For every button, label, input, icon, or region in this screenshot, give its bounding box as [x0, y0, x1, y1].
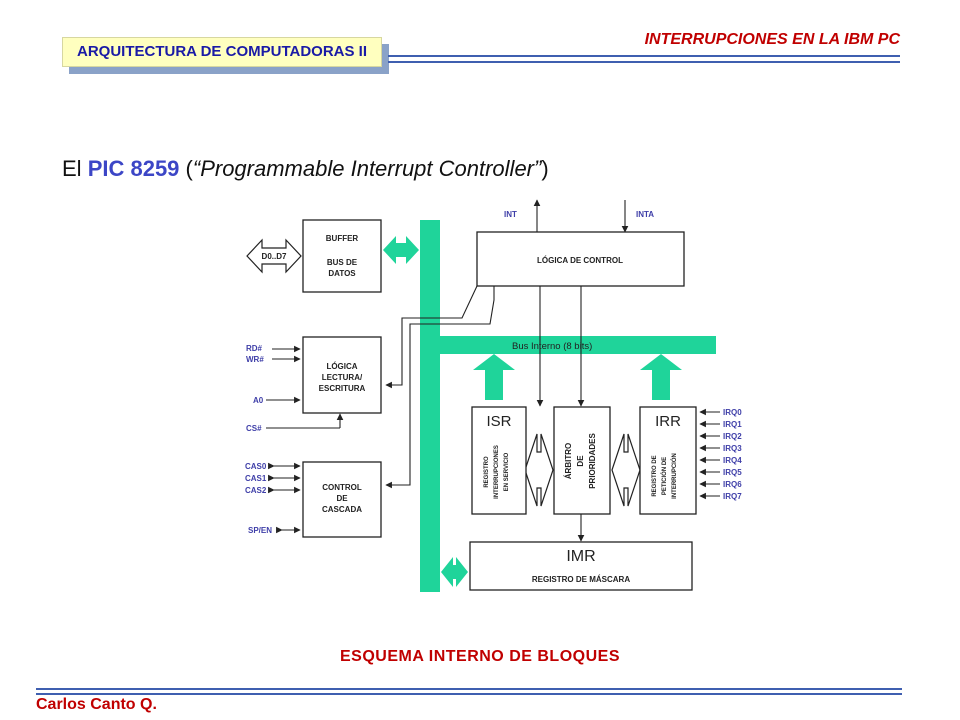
buffer-block: [302, 219, 382, 293]
heading-paren-open: (: [179, 156, 193, 181]
irr-sub-2: PETICIÓN DE: [660, 457, 668, 495]
spen-label: SP/EN: [248, 526, 272, 535]
irr-arbiter-arrow: [611, 433, 641, 507]
imr-block: [469, 541, 693, 591]
irq0-label: IRQ0: [723, 408, 742, 417]
irq2-label: IRQ2: [723, 432, 742, 441]
control-to-rw-line: [385, 285, 478, 389]
imr-bus-arrow: [441, 557, 468, 587]
int-label: INT: [504, 210, 517, 219]
data-bus-arrow: [246, 238, 302, 274]
a0-label: A0: [253, 396, 264, 405]
control-logic-block: [476, 231, 685, 287]
cas0-label: CAS0: [245, 462, 267, 471]
arbiter-label-3: PRIORIDADES: [588, 433, 597, 489]
cs-label: CS#: [246, 424, 262, 433]
imr-subtitle: REGISTRO DE MÁSCARA: [532, 575, 630, 584]
isr-arbiter-arrow: [524, 433, 554, 507]
heading-paren-close: ): [541, 156, 549, 181]
cascade-label-3: CASCADA: [322, 505, 362, 514]
arbiter-label-1: ÁRBITRO: [564, 443, 573, 479]
control-to-cascade-line: [385, 286, 495, 489]
irr-to-bus-arrow: [640, 354, 682, 400]
internal-bus-horizontal: [420, 336, 716, 354]
irr-sub-1: REGISTRO DE: [652, 455, 658, 496]
internal-bus-label: Bus Interno (8 bits): [512, 341, 592, 352]
heading-chip: PIC 8259: [87, 156, 180, 181]
irr-block: [639, 406, 697, 515]
isr-sub-2: INTERRUPCIONES: [494, 445, 500, 499]
rw-label-2: LECTURA/: [322, 373, 363, 382]
header-rule-2: [388, 61, 900, 63]
cascade-block: [302, 461, 382, 538]
buffer-bus-arrow: [383, 236, 419, 264]
cascade-label-1: CONTROL: [322, 483, 362, 492]
cas2-label: CAS2: [245, 486, 267, 495]
isr-sub-3: EN SERVICIO: [504, 452, 510, 491]
irq5-label: IRQ5: [723, 468, 742, 477]
footer-rule-1: [36, 688, 902, 690]
rw-logic-block: [302, 336, 382, 414]
imr-title: IMR: [566, 548, 595, 565]
isr-sub-1: REGISTRO: [484, 456, 490, 488]
irr-title: IRR: [655, 413, 681, 430]
buffer-label-2: BUS DE: [327, 258, 358, 267]
rd-label: RD#: [246, 344, 263, 353]
isr-to-bus-arrow: [473, 354, 515, 400]
internal-bus-vertical: [420, 220, 440, 592]
topic-title: INTERRUPCIONES EN LA IBM PC: [644, 31, 900, 48]
cascade-label-2: DE: [336, 494, 348, 503]
irq1-label: IRQ1: [723, 420, 742, 429]
slide-heading: El PIC 8259 (“Programmable Interrupt Con…: [62, 156, 549, 182]
control-logic-label: LÓGICA DE CONTROL: [537, 256, 623, 265]
irq4-label: IRQ4: [723, 456, 742, 465]
buffer-label-1: BUFFER: [326, 234, 359, 243]
arbiter-block: [553, 406, 611, 515]
rw-label-1: LÓGICA: [326, 362, 357, 371]
diagram-caption: ESQUEMA INTERNO DE BLOQUES: [340, 648, 620, 665]
irq3-label: IRQ3: [723, 444, 742, 453]
rw-label-3: ESCRITURA: [319, 384, 366, 393]
isr-title: ISR: [486, 413, 511, 430]
footer-rule-2: [36, 693, 902, 695]
wr-label: WR#: [246, 355, 264, 364]
arbiter-label-2: DE: [576, 455, 585, 467]
irq6-label: IRQ6: [723, 480, 742, 489]
heading-prefix: El: [62, 156, 88, 181]
isr-block: [471, 406, 527, 515]
data-bus-label: D0..D7: [262, 252, 287, 261]
header-rule-1: [388, 55, 900, 57]
cas1-label: CAS1: [245, 474, 267, 483]
irq7-label: IRQ7: [723, 492, 742, 501]
buffer-label-3: DATOS: [328, 269, 356, 278]
irr-sub-3: INTERRUPCIÓN: [670, 453, 678, 499]
heading-full-name: “Programmable Interrupt Controller”: [192, 156, 542, 181]
course-title: ARQUITECTURA DE COMPUTADORAS II: [62, 37, 382, 67]
author-name: Carlos Canto Q.: [36, 696, 157, 713]
inta-label: INTA: [636, 210, 654, 219]
